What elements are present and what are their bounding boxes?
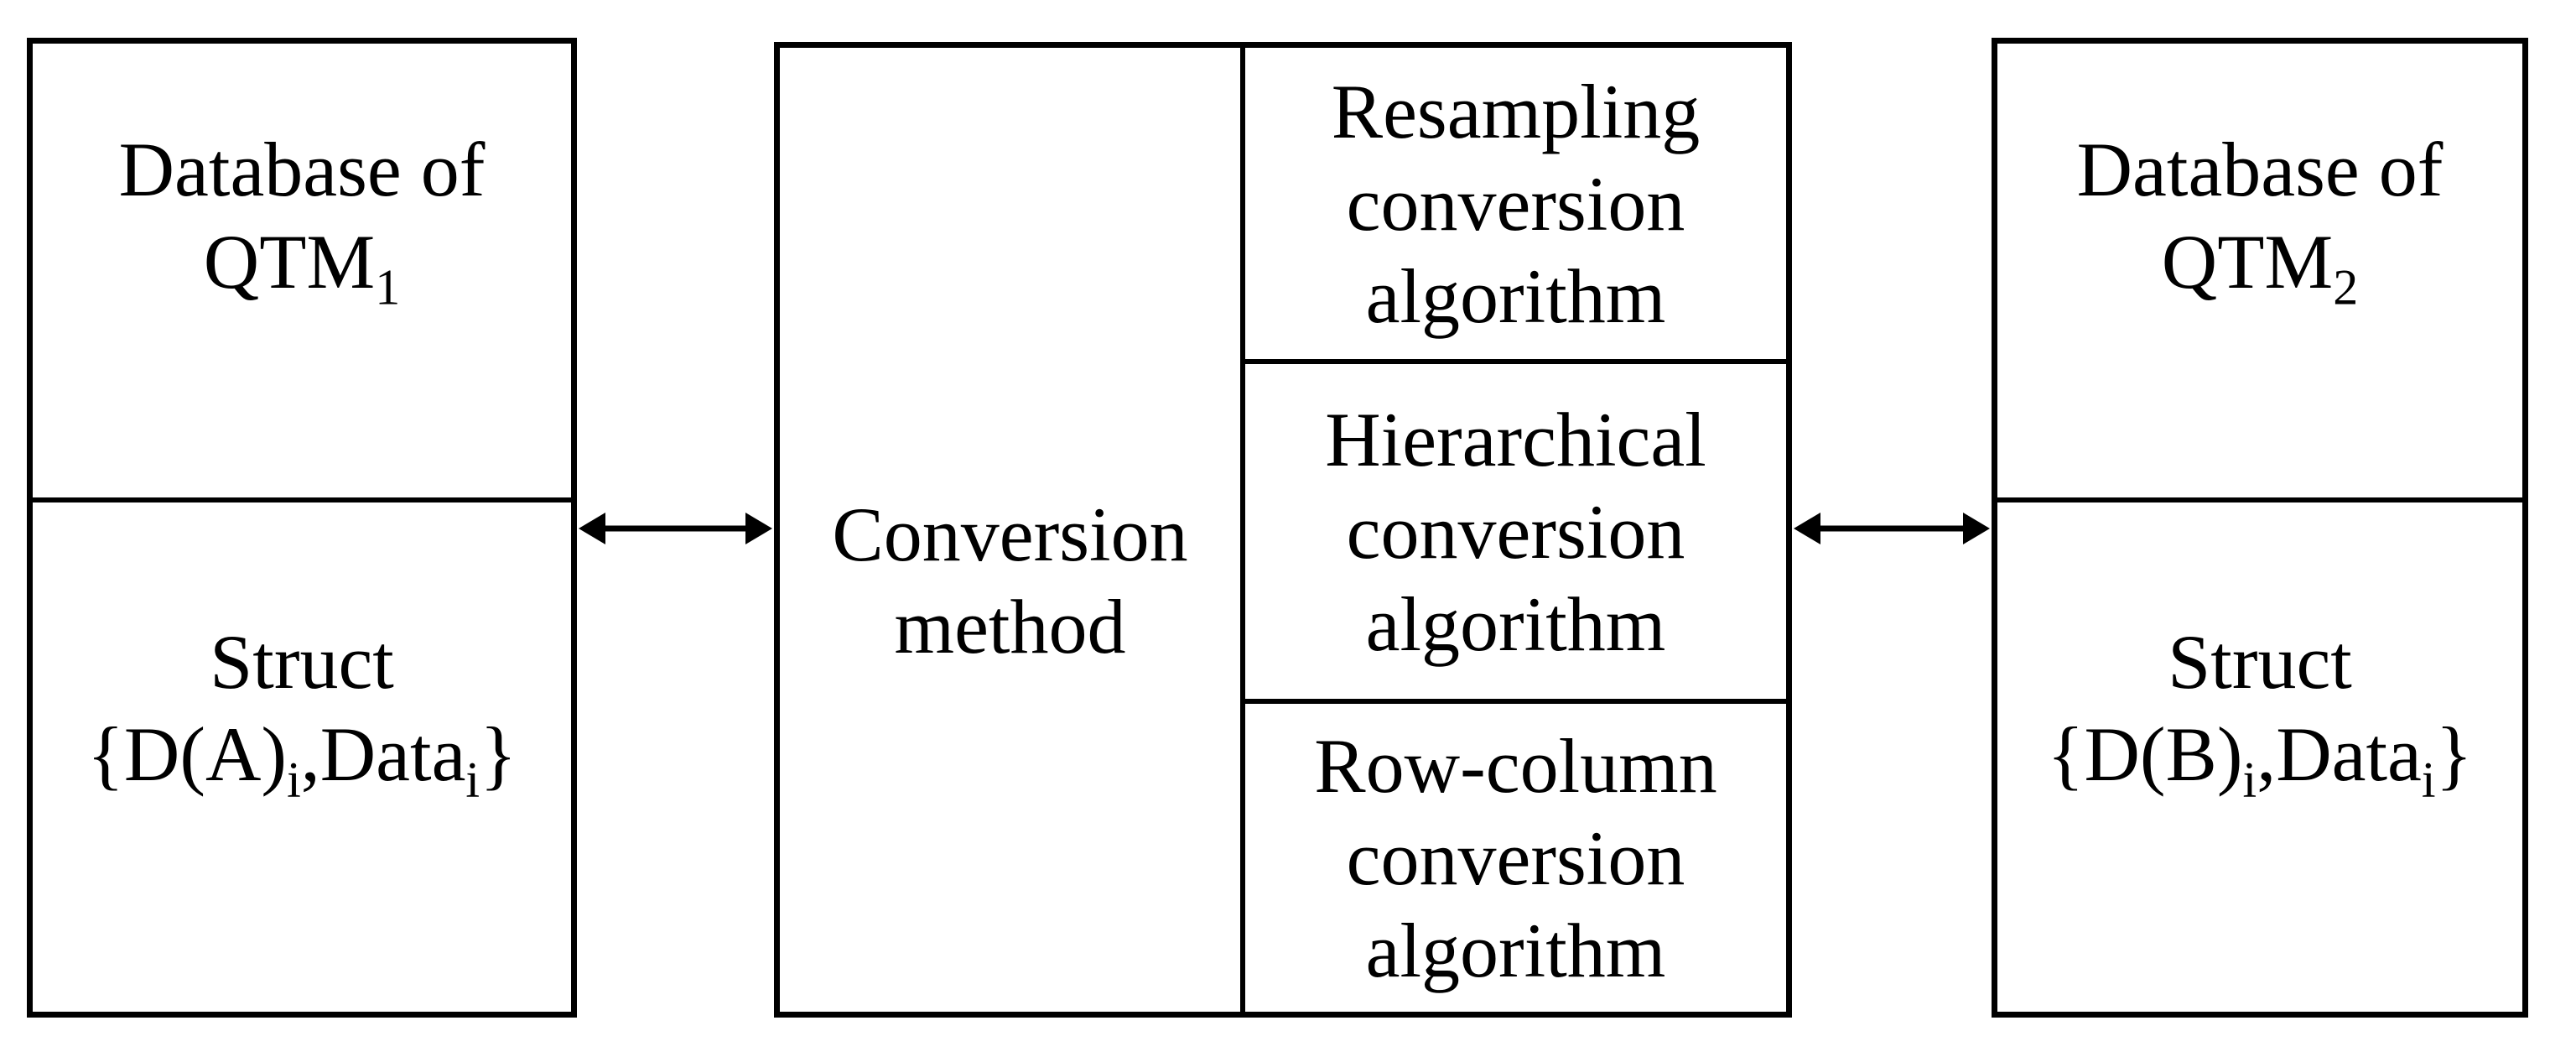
right-arrowhead-east [1963,513,1990,544]
qtm2-struct-part2: ,Data [2257,711,2422,797]
qtm2-struct-part3: } [2435,711,2473,797]
left-arrowhead-west [579,513,605,544]
row-column-line3: algorithm [1365,907,1666,993]
qtm2-subscript: 2 [2333,259,2359,315]
conversion-method-label: Conversion method [780,488,1240,673]
qtm1-struct-sub2: i [465,752,480,808]
qtm1-box: Database of QTM1 Struct {D(A)i,Datai} [27,38,577,1018]
qtm1-struct-part1: {D(A) [86,711,288,797]
qtm2-database-line1: Database of [2076,127,2444,212]
qtm2-database-label: Database of QTM2 [1997,123,2522,312]
hierarchical-algorithm-cell: Hierarchical conversion algorithm [1245,364,1786,704]
qtm1-struct-cell: Struct {D(A)i,Datai} [33,502,571,1012]
qtm2-struct-sub2: i [2421,752,2436,808]
left-arrowhead-east [745,513,772,544]
conversion-method-line2: method [894,584,1126,669]
qtm1-struct-title: Struct [210,619,394,705]
resampling-algorithm-label: Resampling conversion algorithm [1332,65,1701,342]
qtm2-struct-sub1: i [2242,752,2257,808]
qtm2-name: QTM [2161,219,2334,305]
resampling-line2: conversion [1346,160,1685,247]
qtm2-struct-formula: {D(B)i,Datai} [2047,711,2473,804]
qtm1-database-label: Database of QTM1 [33,123,571,312]
qtm1-database-line1: Database of [118,127,486,212]
qtm2-struct-label: Struct {D(B)i,Datai} [1997,616,2522,804]
qtm1-struct-part3: } [480,711,517,797]
qtm2-struct-part1: {D(B) [2047,711,2243,797]
qtm1-subscript: 1 [375,259,401,315]
qtm1-struct-formula: {D(A)i,Datai} [86,711,517,804]
conversion-method-line1: Conversion [832,492,1188,577]
hierarchical-line1: Hierarchical [1325,396,1706,482]
hierarchical-line3: algorithm [1365,581,1666,667]
row-column-algorithm-cell: Row-column conversion algorithm [1245,704,1786,1012]
row-column-line1: Row-column [1314,722,1717,809]
resampling-algorithm-cell: Resampling conversion algorithm [1245,48,1786,364]
qtm1-struct-part2: ,Data [300,711,466,797]
resampling-line3: algorithm [1365,253,1666,339]
resampling-line1: Resampling [1331,68,1701,154]
algorithm-column: Resampling conversion algorithm Hierarch… [1245,48,1786,1012]
qtm1-database-cell: Database of QTM1 [33,44,571,502]
row-column-line2: conversion [1346,815,1685,901]
right-double-arrow-icon [1794,513,1990,544]
conversion-method-box: Conversion method Resampling conversion … [774,42,1792,1018]
hierarchical-line2: conversion [1346,488,1685,575]
right-arrowhead-west [1794,513,1820,544]
conversion-method-cell: Conversion method [780,48,1245,1012]
left-double-arrow-icon [579,513,772,544]
qtm2-database-cell: Database of QTM2 [1997,44,2522,502]
qtm2-struct-title: Struct [2168,619,2352,705]
hierarchical-algorithm-label: Hierarchical conversion algorithm [1325,393,1706,670]
qtm2-struct-cell: Struct {D(B)i,Datai} [1997,502,2522,1012]
qtm1-struct-sub1: i [287,752,301,808]
row-column-algorithm-label: Row-column conversion algorithm [1314,720,1716,997]
qtm2-box: Database of QTM2 Struct {D(B)i,Datai} [1992,38,2528,1018]
qtm1-struct-label: Struct {D(A)i,Datai} [33,616,571,804]
qtm1-name: QTM [203,219,376,305]
